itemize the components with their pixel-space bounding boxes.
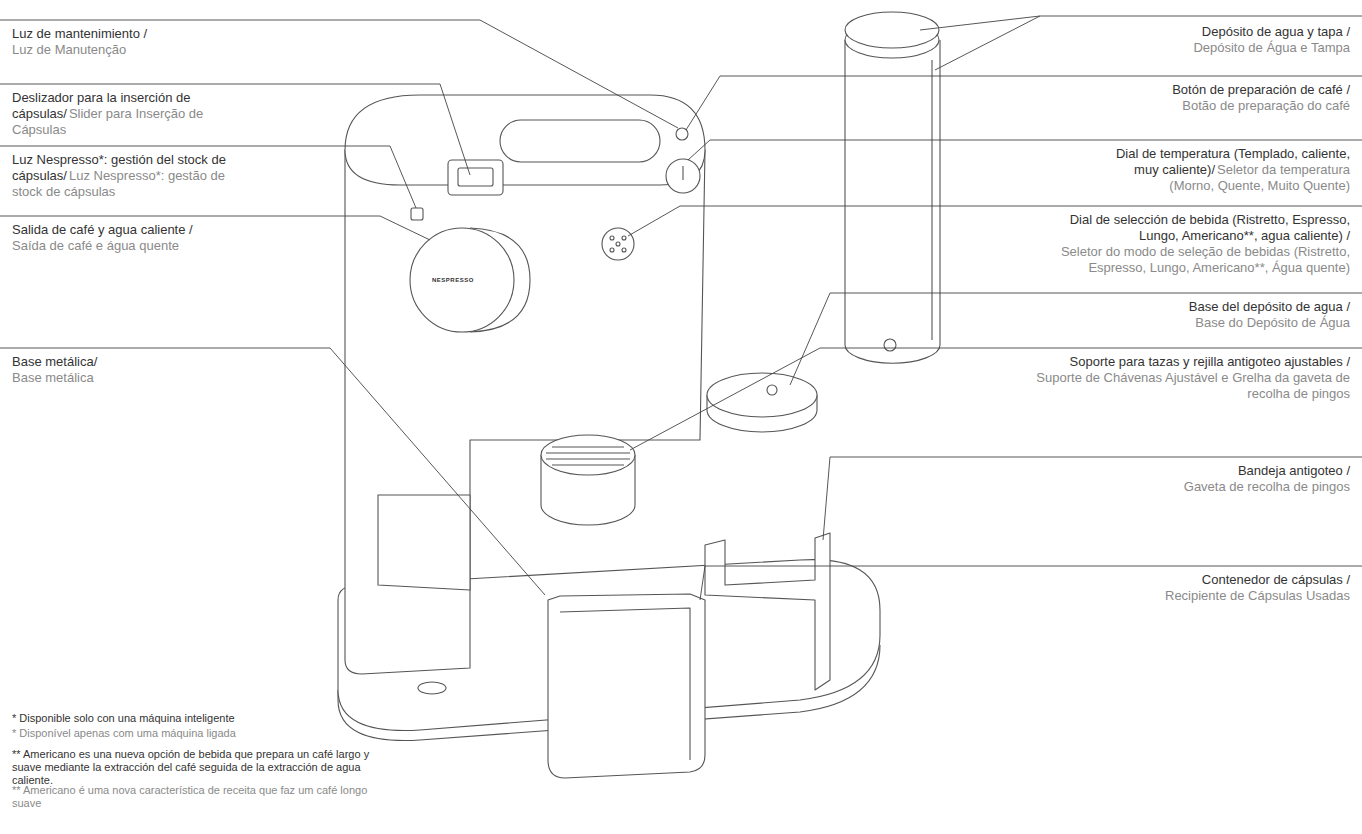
leader-line (823, 457, 1362, 540)
callout-label: Luz de mantenimiento /Luz de Manutenção (12, 26, 312, 58)
label-pt: Depósito de Água e Tampa (1030, 40, 1350, 56)
label-pt: Suporte de Chávenas Ajustável e Grelha d… (1010, 370, 1350, 402)
grid-line (552, 464, 624, 465)
container-rim (560, 608, 690, 760)
callout-label: Deslizador para la inserción de cápsulas… (12, 90, 227, 138)
footnote-text: ** Americano é uma nova característica d… (12, 784, 367, 809)
dial-mark (682, 166, 683, 180)
callout-label: Dial de temperatura (Templado, caliente,… (1088, 146, 1350, 194)
dial-dot (610, 248, 614, 252)
label-pt: Base metálica (12, 370, 312, 386)
label-pt: Seletor do modo de seleção de bebidas (R… (1050, 244, 1350, 276)
tank-lid (845, 12, 939, 48)
tank-base-valve (767, 385, 777, 395)
callout-label: Dial de selección de bebida (Ristretto, … (1050, 212, 1350, 276)
body-recess (378, 495, 470, 590)
dial-dot (622, 236, 626, 240)
leader-line (0, 348, 545, 595)
callout-label: Base del depósito de agua /Base do Depós… (1030, 299, 1350, 331)
capsule-slot (458, 168, 493, 186)
leader-line (0, 146, 416, 208)
coffee-outlet (410, 228, 514, 332)
tank-highlight (931, 60, 932, 340)
leader-line (935, 16, 1040, 70)
dial-dot (616, 242, 620, 246)
footnote: ** Americano é uma nova característica d… (12, 784, 392, 810)
cup-support-top (541, 435, 635, 475)
callout-label: Botón de preparación de café /Botão de p… (1030, 82, 1350, 114)
label-pt: Base do Depósito de Água (1030, 315, 1350, 331)
label-pt: Botão de preparação do café (1030, 98, 1350, 114)
label-es: Contenedor de cápsulas / (1202, 572, 1350, 587)
water-tank (845, 40, 940, 363)
label-es: Base del depósito de agua / (1189, 299, 1350, 314)
footnote: * Disponible solo con una máquina inteli… (12, 712, 412, 725)
grid-line (546, 458, 630, 459)
callout-label: Luz Nespresso*: gestión del stock de cáp… (12, 152, 242, 200)
brand-text: NESPRESSO (432, 277, 474, 283)
label-es: Salida de café y agua caliente / (12, 222, 193, 237)
top-lid (500, 120, 660, 162)
label-pt: Saída de café e água quente (12, 238, 312, 254)
label-es: Botón de preparación de café / (1172, 82, 1350, 97)
callout-label: Bandeja antigoteo /Gaveta de recolha de … (1030, 463, 1350, 495)
grid-line (552, 446, 624, 447)
nespresso-light (411, 208, 423, 220)
label-es: Bandeja antigoteo / (1238, 463, 1350, 478)
callout-label: Salida de café y agua caliente /Saída de… (12, 222, 312, 254)
label-es: Base metálica/ (12, 354, 97, 369)
label-pt: Recipiente de Cápsulas Usadas (1030, 588, 1350, 604)
footnote-text: ** Americano es una nueva opción de bebi… (12, 748, 369, 786)
callout-label: Soporte para tazas y rejilla antigoteo a… (1010, 354, 1350, 402)
grid-line (546, 452, 630, 453)
dial-dot (610, 236, 614, 240)
label-es: Luz de mantenimiento / (12, 26, 147, 41)
label-es: Depósito de agua y tapa / (1202, 24, 1350, 39)
callout-label: Contenedor de cápsulas /Recipiente de Cá… (1030, 572, 1350, 604)
temperature-dial (666, 159, 700, 193)
top-face (345, 95, 705, 185)
label-es: Soporte para tazas y rejilla antigoteo a… (1070, 354, 1350, 369)
dial-dot (622, 248, 626, 252)
label-pt: Gaveta de recolha de pingos (1030, 479, 1350, 495)
callout-label: Base metálica/Base metálica (12, 354, 312, 386)
footnote: ** Americano es una nueva opción de bebi… (12, 748, 392, 787)
footnote: * Disponível apenas com uma máquina liga… (12, 727, 412, 740)
callout-label: Depósito de agua y tapa /Depósito de Águ… (1030, 24, 1350, 56)
leader-line (686, 76, 1362, 130)
label-pt: Luz de Manutenção (12, 42, 312, 58)
tank-valve (884, 339, 896, 351)
selection-dial (602, 228, 634, 260)
footnote-text: * Disponível apenas com uma máquina liga… (12, 727, 236, 739)
drip-tray (705, 533, 830, 690)
leader-line (0, 216, 430, 240)
leader-line (630, 348, 1362, 450)
capsule-container (548, 594, 705, 778)
base-hole (418, 682, 446, 694)
brand-logo: NESPRESSO (432, 277, 492, 284)
capsule-slider (448, 160, 503, 195)
cup-support-body (541, 455, 635, 525)
footnote-text: * Disponible solo con una máquina inteli… (12, 712, 235, 724)
label-es: Dial de selección de bebida (Ristretto, … (1070, 212, 1350, 243)
